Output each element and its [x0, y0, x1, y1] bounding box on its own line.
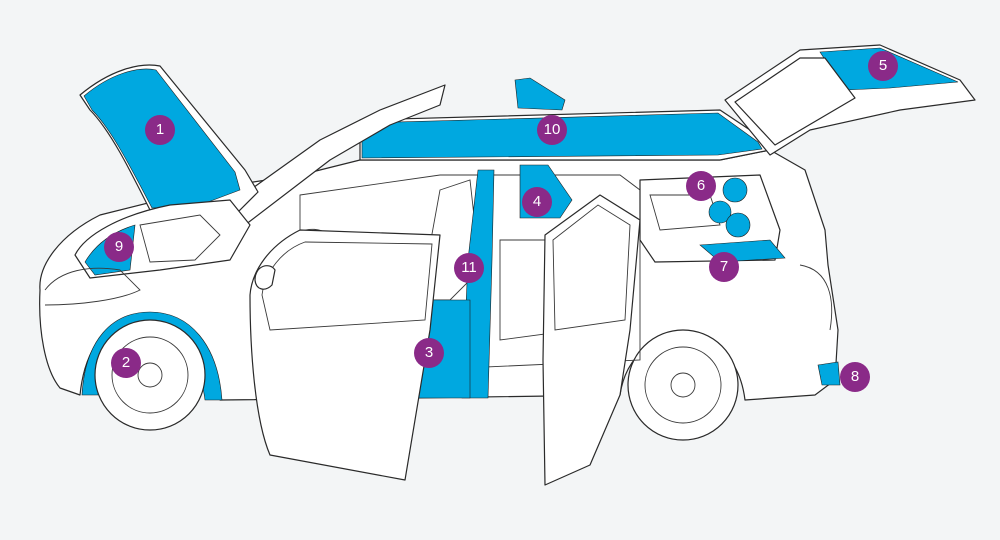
rear-bumper	[799, 264, 833, 331]
front-hub	[137, 362, 163, 388]
speaker-low	[725, 212, 751, 238]
front-bumper	[44, 267, 141, 306]
rear-door-top-zone	[514, 77, 566, 111]
marker-6: 6	[686, 171, 716, 201]
front-door	[249, 229, 441, 481]
marker-9: 9	[104, 232, 134, 262]
windshield	[214, 84, 446, 226]
engine-detail	[139, 214, 221, 263]
rear-door	[542, 194, 641, 486]
front-rim	[111, 336, 189, 414]
marker-4: 4	[522, 187, 552, 217]
front-wheel	[94, 319, 206, 431]
speaker-mid	[708, 200, 732, 224]
marker-2: 2	[111, 348, 141, 378]
rear-rim	[644, 346, 722, 424]
marker-7: 7	[709, 252, 739, 282]
marker-1: 1	[145, 115, 175, 145]
marker-10: 10	[537, 115, 567, 145]
tailgate-window	[734, 57, 856, 146]
speaker-top	[722, 177, 748, 203]
marker-8: 8	[840, 362, 870, 392]
marker-5: 5	[868, 51, 898, 81]
marker-11: 11	[454, 253, 484, 283]
marker-3: 3	[414, 338, 444, 368]
rear-hub	[670, 372, 696, 398]
rear-bumper-zone	[817, 361, 841, 386]
rear-door-window	[552, 204, 631, 331]
side-mirror	[254, 265, 276, 290]
rear-wheel	[627, 329, 739, 441]
